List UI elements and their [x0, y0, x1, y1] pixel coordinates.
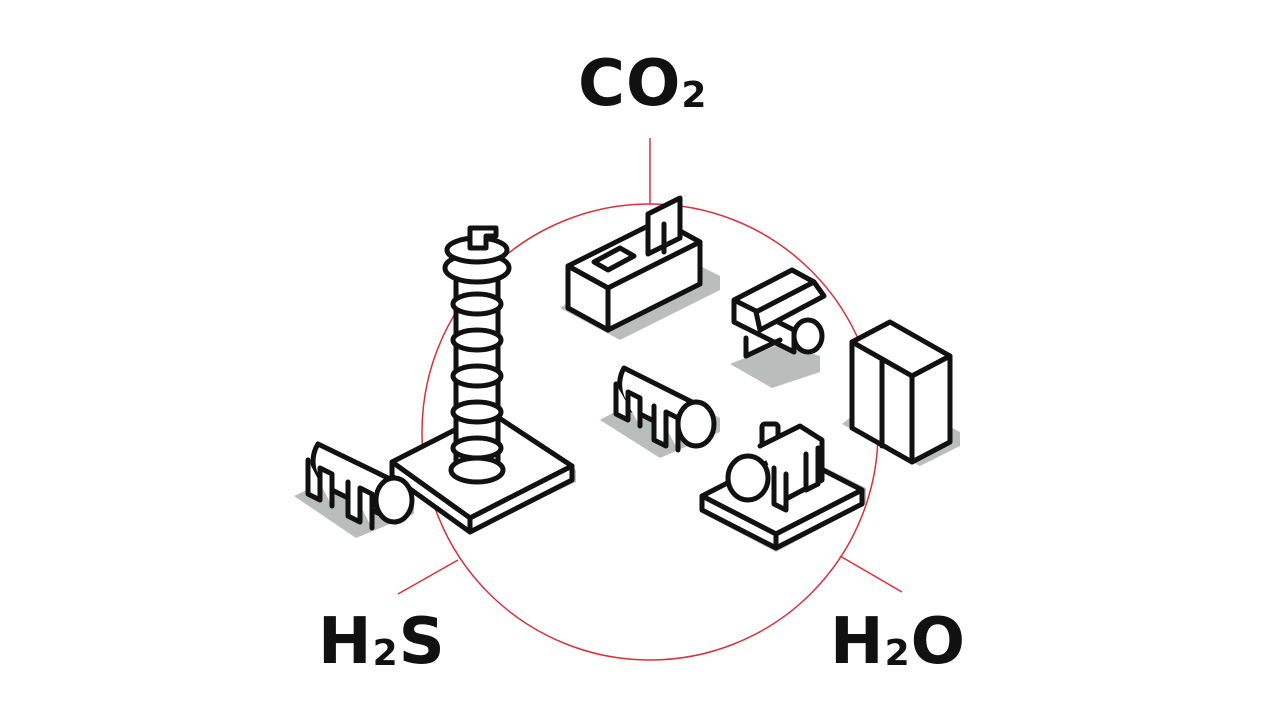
h2o-label: H2O [830, 610, 966, 674]
h2o-label-subscript: 2 [884, 633, 911, 674]
h2o-label-suffix: O [910, 605, 967, 679]
distillation-column-icon [442, 225, 512, 485]
co2-label: CO2 [578, 52, 707, 116]
tall-cabinet-icon [842, 319, 960, 466]
h2o-label-prefix: H [830, 605, 885, 679]
h2s-label-suffix: S [398, 605, 446, 679]
connector-h2s [397, 559, 459, 595]
control-cabinet-icon [560, 195, 720, 340]
co2-label-base: CO [578, 47, 682, 121]
horizontal-tank-center-icon [600, 365, 720, 458]
connector-h2o [839, 555, 903, 593]
camera-unit-icon [730, 267, 827, 388]
co2-label-subscript: 2 [681, 75, 708, 116]
horizontal-tank-left-icon [294, 441, 415, 538]
h2s-label-subscript: 2 [372, 633, 399, 674]
h2s-label: H2S [318, 610, 446, 674]
h2s-label-prefix: H [318, 605, 373, 679]
pump-skid-icon [699, 421, 866, 552]
